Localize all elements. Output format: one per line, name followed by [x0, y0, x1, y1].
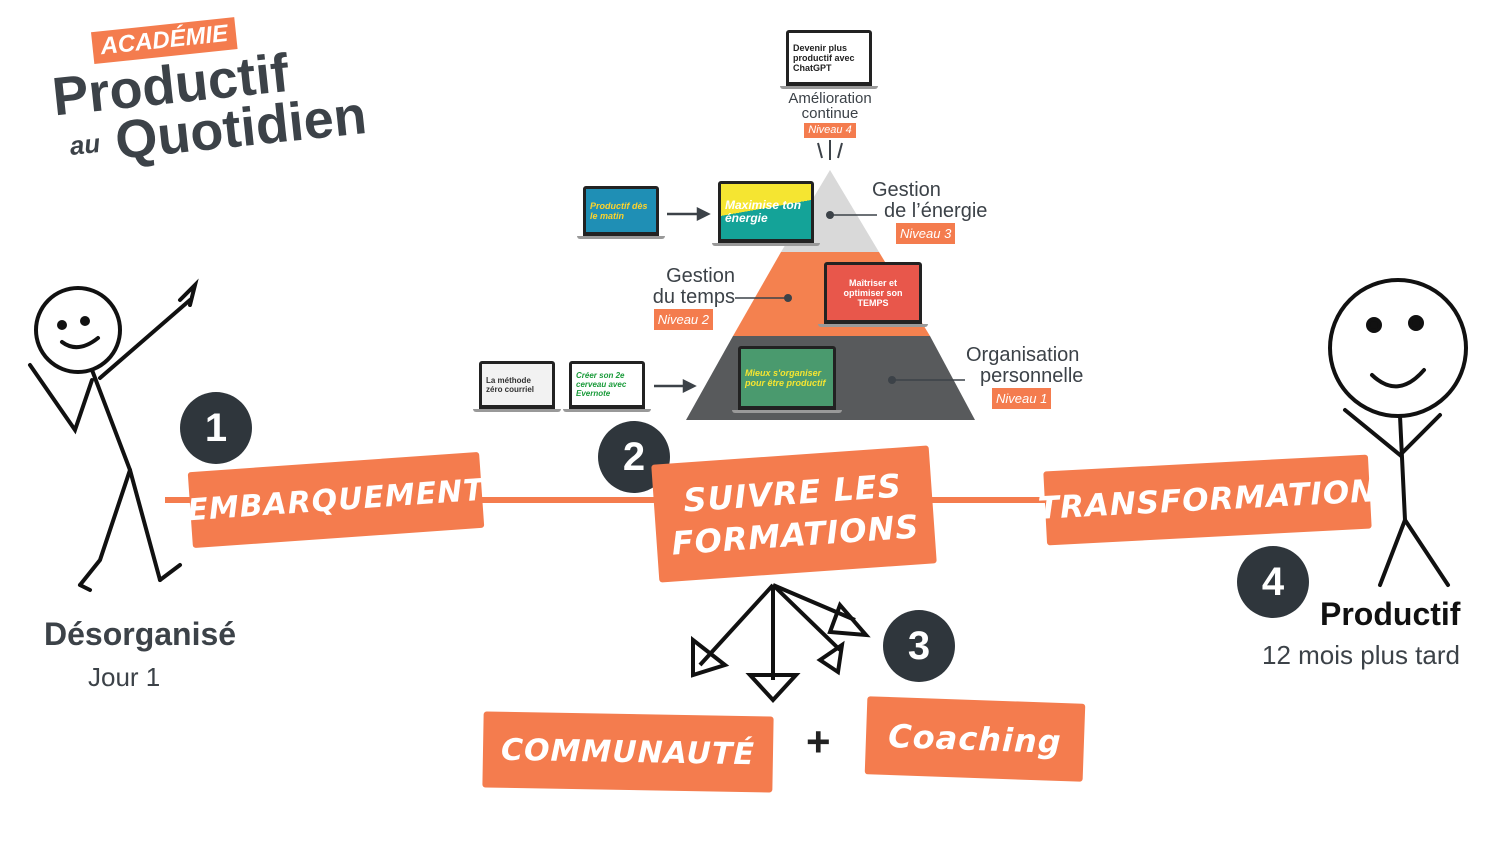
- course-evernote: Créer son 2e cerveau avec Evernote: [563, 361, 651, 412]
- timeline-line: [165, 497, 1055, 503]
- branch-arrows-icon: [691, 583, 871, 703]
- course-title: La méthode zéro courriel: [486, 375, 535, 394]
- step-2-banner: Suivre les formations: [651, 445, 937, 583]
- course-mieux-organiser: Mieux s'organiser pour être productif: [732, 346, 842, 413]
- step-4-number: 4: [1237, 546, 1309, 618]
- level-title: du temps: [652, 286, 735, 308]
- course-title: Maîtriser et optimiser son TEMPS: [843, 277, 903, 308]
- level-badge: Niveau 2: [653, 309, 713, 330]
- end-title: Productif: [1320, 596, 1461, 632]
- end-subtitle: 12 mois plus tard: [1262, 640, 1460, 670]
- level-badge: Niveau 4: [804, 123, 856, 138]
- start-title: Désorganisé: [44, 616, 237, 652]
- level-title: de l’énergie: [884, 200, 988, 222]
- step-3-banner-coaching: Coaching: [864, 696, 1086, 782]
- level-title: Organisation: [966, 344, 1080, 366]
- step-1-number: 1: [180, 392, 252, 464]
- course-productif-matin: Productif dès le matin: [577, 186, 665, 239]
- start-subtitle: Jour 1: [88, 662, 161, 692]
- course-title: Productif dès le matin: [590, 200, 648, 221]
- level-title: Amélioration continue: [788, 90, 872, 122]
- stick-figure-disorganized: [28, 278, 199, 592]
- course-title: Mieux s'organiser pour être productif: [745, 367, 826, 388]
- step-3-number: 3: [883, 610, 955, 682]
- course-zero-courriel: La méthode zéro courriel: [473, 361, 561, 412]
- course-chatgpt: Devenir plus productif avec ChatGPT: [780, 30, 878, 89]
- course-temps: Maîtriser et optimiser son TEMPS: [818, 262, 928, 327]
- stick-figure-productive: [1328, 278, 1468, 587]
- rays-icon: [817, 140, 843, 160]
- course-title: Devenir plus productif avec ChatGPT: [793, 42, 855, 73]
- level-title: Gestion: [666, 265, 735, 287]
- course-title: Maximise ton énergie: [725, 197, 802, 225]
- level-title: Gestion: [872, 179, 941, 201]
- level-badge: Niveau 1: [992, 388, 1052, 409]
- arrow-icon: [654, 206, 711, 394]
- course-maximise-energie: Maximise ton énergie: [712, 181, 820, 246]
- level-badge: Niveau 3: [896, 223, 956, 244]
- level-title: personnelle: [980, 365, 1084, 387]
- course-title: Créer son 2e cerveau avec Evernote: [576, 371, 627, 398]
- plus-sign: +: [806, 718, 831, 765]
- step-3-banner-communaute: Communauté: [482, 711, 774, 793]
